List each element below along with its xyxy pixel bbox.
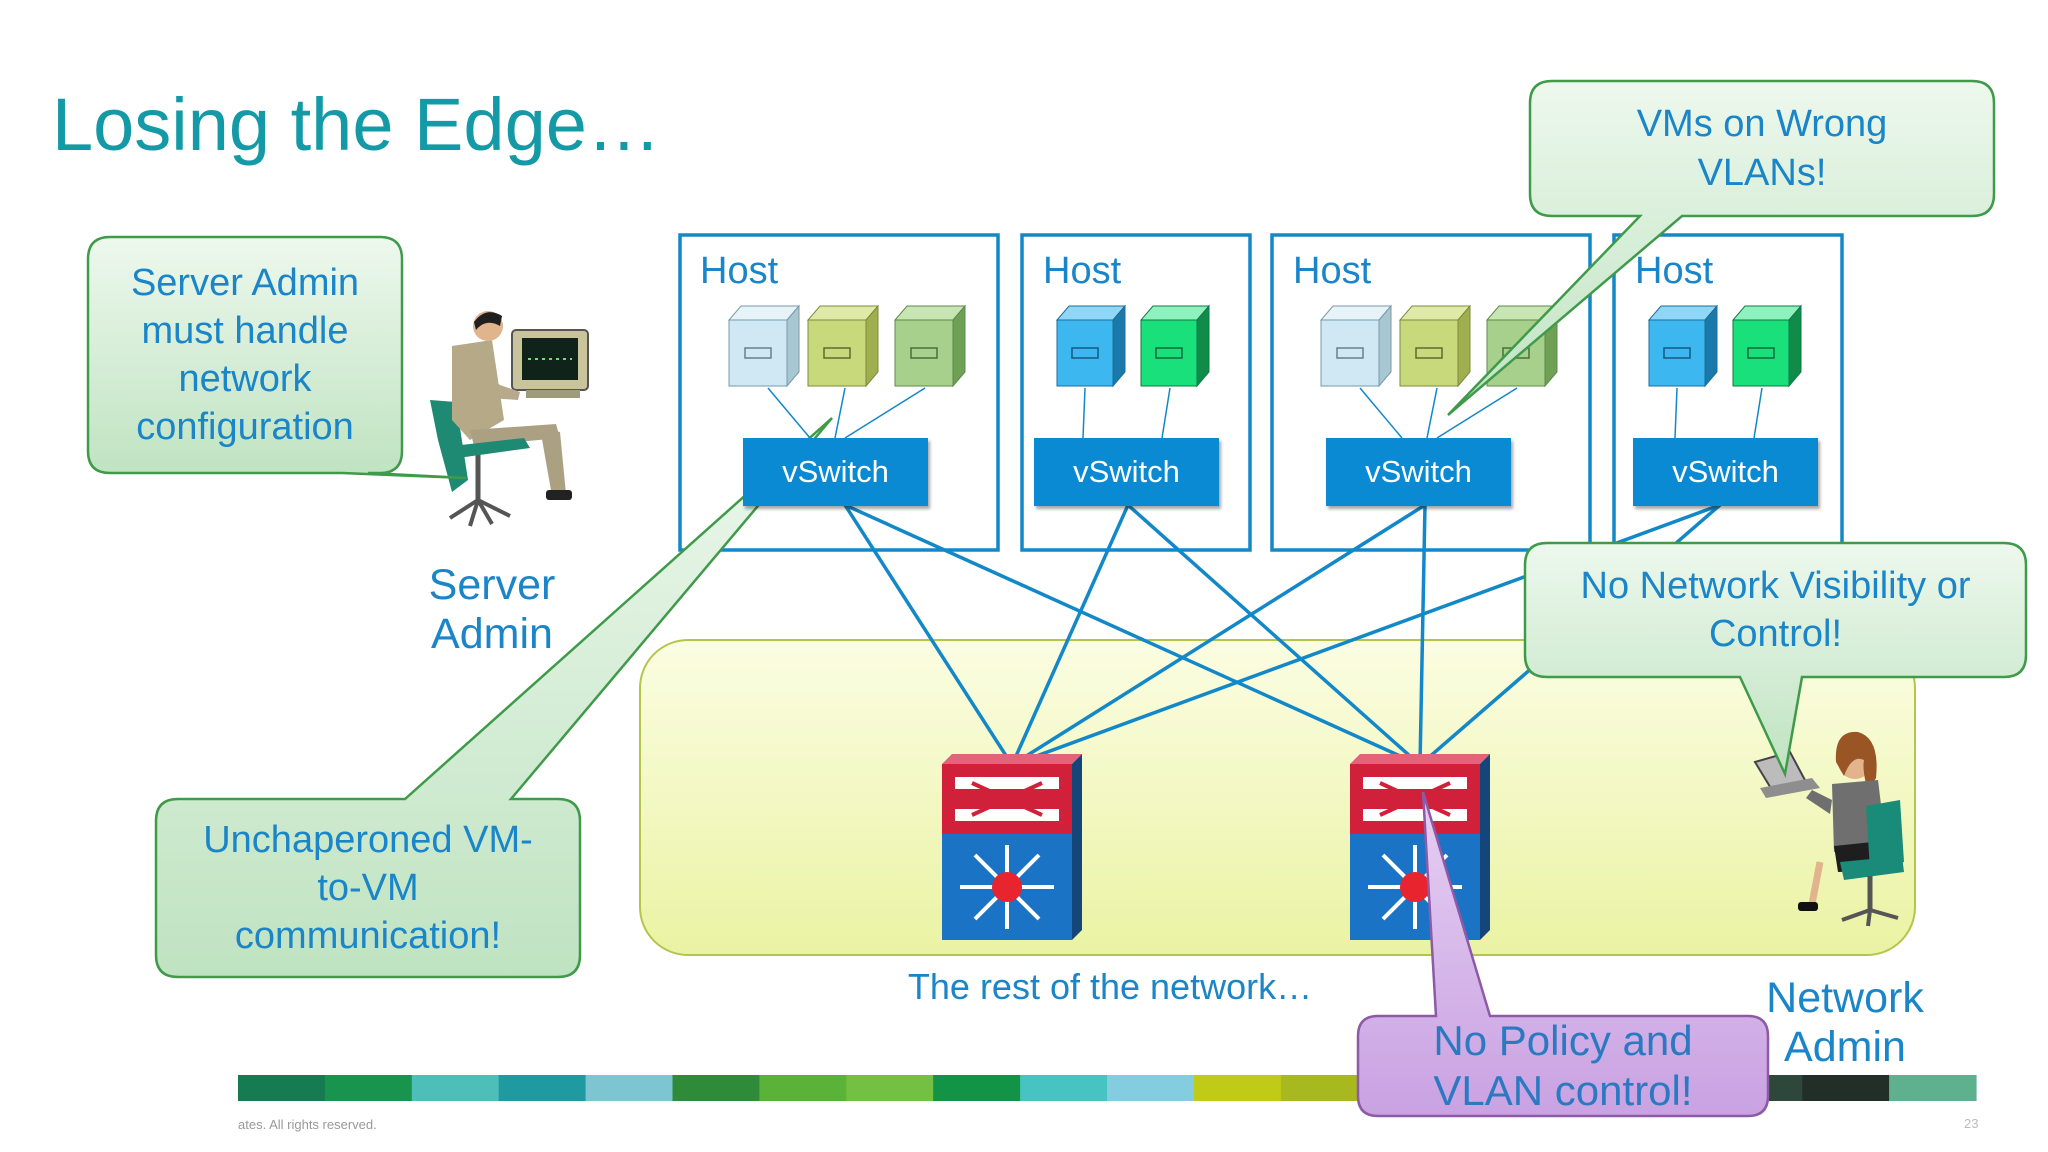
footer-bar-segment: [1280, 1075, 1369, 1101]
callout-no-visibility-text: No Network Visibility or Control!: [1580, 564, 1971, 655]
slide-title: Losing the Edge…: [52, 83, 661, 166]
callout-unchaperoned: [154, 417, 833, 979]
footer-bar-segment: [672, 1075, 760, 1101]
vm-icon: [1398, 304, 1472, 388]
vswitch: vSwitch: [1633, 438, 1818, 506]
footer-bar-segment: [324, 1075, 413, 1101]
footer-bar-segment: [1193, 1075, 1282, 1101]
switch-icon: [942, 754, 1082, 940]
callout-no-visibility: [1523, 541, 2028, 779]
network-admin-label: Network Admin: [1766, 974, 1924, 1072]
network-label: The rest of the network…: [907, 966, 1313, 1007]
vm-icon: [1319, 304, 1393, 388]
vm-icon: [1647, 304, 1719, 388]
server-admin-label: Server Admin: [428, 561, 556, 659]
footer-bar-segment: [1107, 1075, 1195, 1101]
vswitch: vSwitch: [743, 438, 928, 506]
footer-bar-segment: [1802, 1075, 1890, 1101]
footer-bar-segment: [238, 1075, 326, 1101]
host-label: Host: [700, 250, 779, 292]
vm-icon: [1731, 304, 1803, 388]
callout-unchaperoned-text: Unchaperoned VM- to-VM communication!: [203, 818, 533, 958]
vm-icon: [1055, 304, 1127, 388]
callout-no-policy: [1356, 791, 1770, 1118]
callout-server-admin-text: Server Admin must handle network configu…: [130, 261, 360, 449]
footer-bar-segment: [759, 1075, 847, 1101]
footer-bar-segment: [411, 1075, 500, 1101]
footer-bar-segment: [1889, 1075, 1977, 1101]
page-number: 23: [1964, 1116, 1979, 1131]
vm-icon: [1139, 304, 1211, 388]
server-admin-person-icon: [430, 311, 589, 527]
host-label: Host: [1635, 250, 1714, 292]
switch-icon: [1350, 754, 1490, 940]
network-admin-person-icon: [1753, 731, 1904, 927]
callout-vms-wrong-vlans: [1447, 79, 1996, 416]
vm-icon: [806, 304, 880, 388]
vswitch: vSwitch: [1034, 438, 1219, 506]
callout-server-admin: [86, 235, 467, 480]
footer-bar-segment: [846, 1075, 934, 1101]
vm-icon: [727, 304, 801, 388]
callout-vms-wrong-vlans-text: VMs on Wrong VLANs!: [1636, 103, 1888, 194]
footer-bar-segment: [498, 1075, 587, 1101]
footer-bar-segment: [1020, 1075, 1108, 1101]
vm-icon: [893, 304, 967, 388]
network-area: [639, 639, 1916, 956]
footer-copyright: ates. All rights reserved.: [238, 1117, 377, 1132]
vswitch: vSwitch: [1326, 438, 1511, 506]
host-label: Host: [1043, 250, 1122, 292]
footer-bar-segment: [933, 1075, 1021, 1101]
vm-links: [767, 387, 1763, 439]
callout-no-policy-text: No Policy and VLAN control!: [1433, 1017, 1693, 1114]
host-label: Host: [1293, 250, 1372, 292]
footer-bar-segment: [585, 1075, 674, 1101]
